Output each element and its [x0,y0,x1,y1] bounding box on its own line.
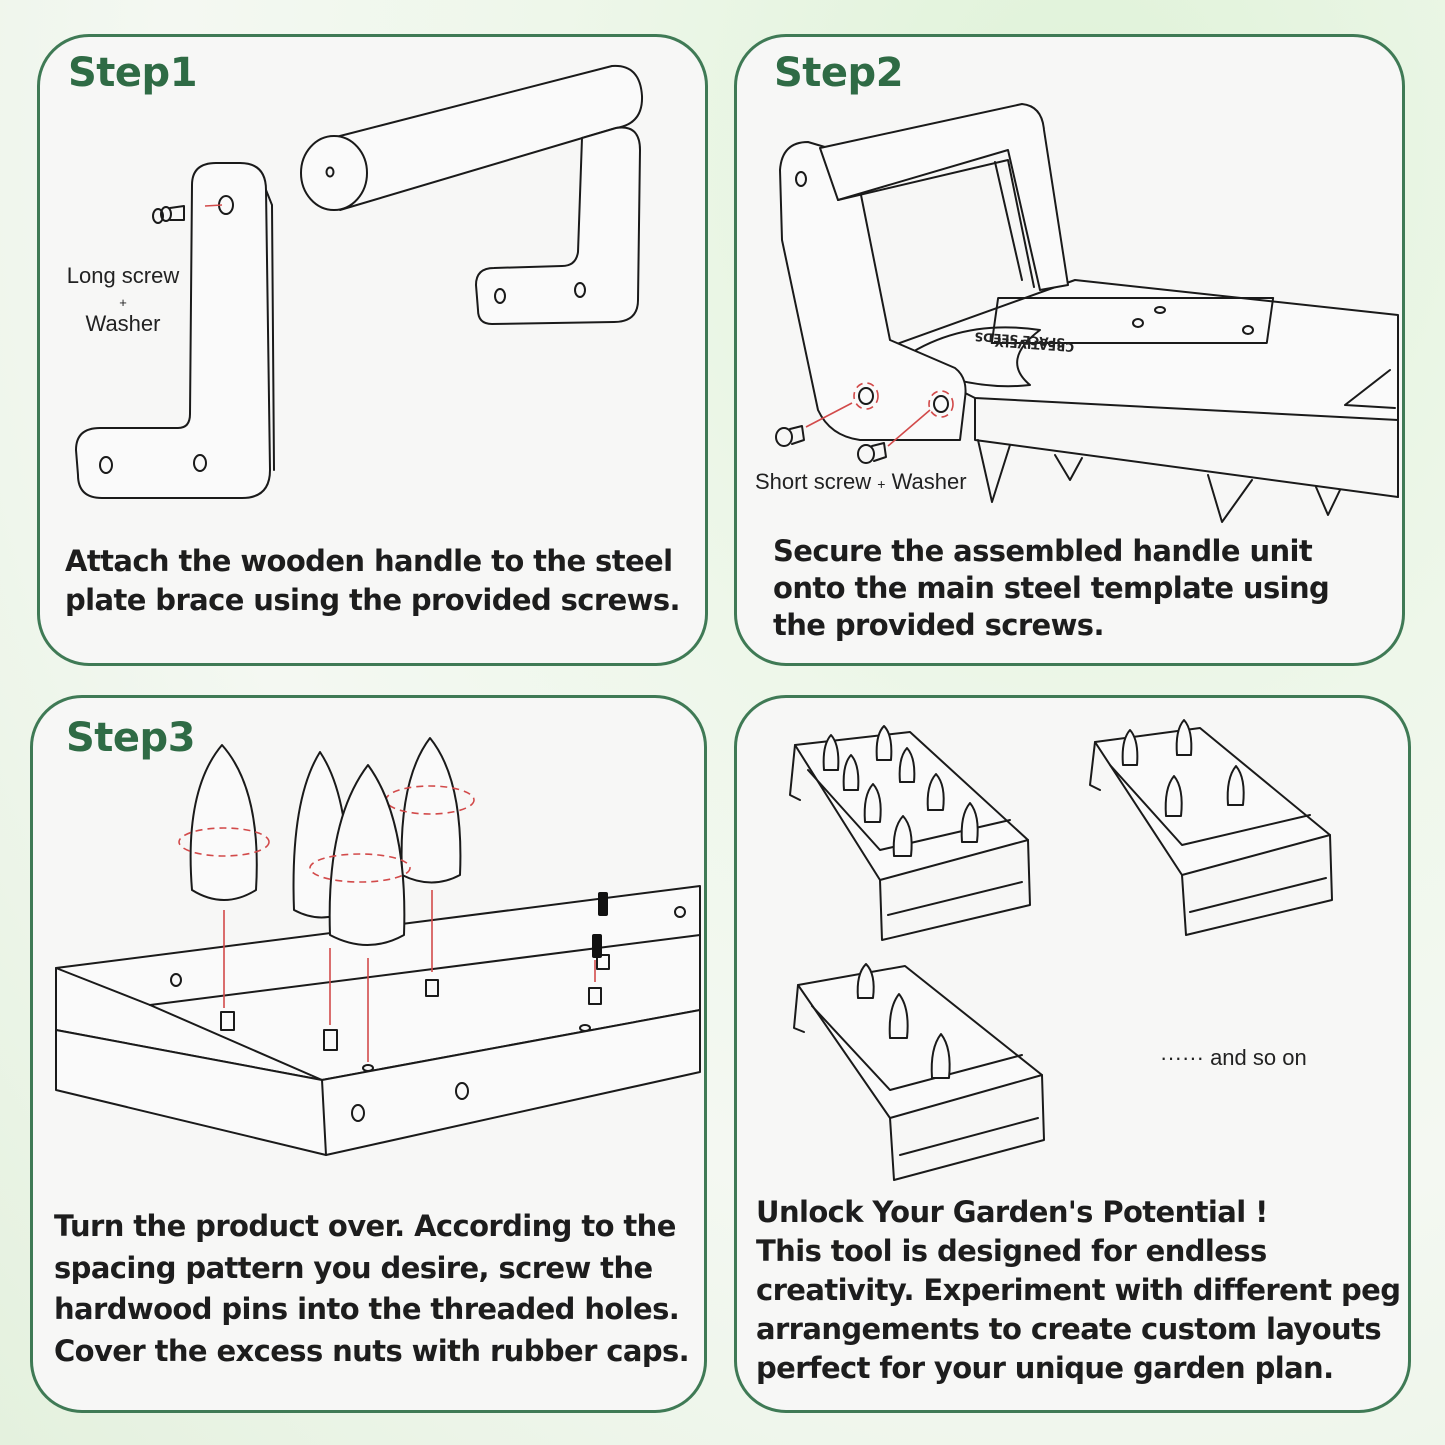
step3-description: Turn the product over. According to the … [54,1209,690,1368]
step1-screw-label: Long screw + Washer [58,264,188,336]
steel-brace-left [75,162,271,499]
step1-title: Step1 [68,50,198,96]
step1-description: Attach the wooden handle to the steel pl… [65,544,681,617]
step2-screw-text: Short screw [755,469,872,494]
step1-washer-text: Washer [85,311,161,336]
handle-side-plate [779,141,967,441]
layout-a [789,725,1031,941]
layout-c [793,963,1045,1181]
result-headline: Unlock Your Garden's Potential ! [756,1195,1268,1229]
step2-wooden-handle [819,103,1069,291]
and-so-on-text: ······ and so on [1160,1045,1307,1070]
step2-description: Secure the assembled handle unit onto th… [773,534,1330,642]
layout-b [1089,719,1333,936]
hardwood-pin-3 [400,737,462,884]
result-description: This tool is designed for endless creati… [756,1234,1401,1385]
engraving-2: CREATIVELY [994,335,1074,355]
step2-title: Step2 [774,50,904,96]
step3-title: Step3 [66,715,196,761]
step2-plus: + [877,476,886,492]
hardwood-pin-1 [189,744,258,901]
rubber-cap-2 [592,934,602,958]
step2-washer-text: Washer [891,469,967,494]
step2-screw-label: Short screw + Washer [755,470,985,496]
engraving-1: SPACE SEEDS [974,329,1065,349]
rubber-cap-1 [598,892,608,916]
steel-brace-right [475,126,641,325]
step1-plus: + [119,295,127,310]
step1-screw-text: Long screw [66,263,180,288]
